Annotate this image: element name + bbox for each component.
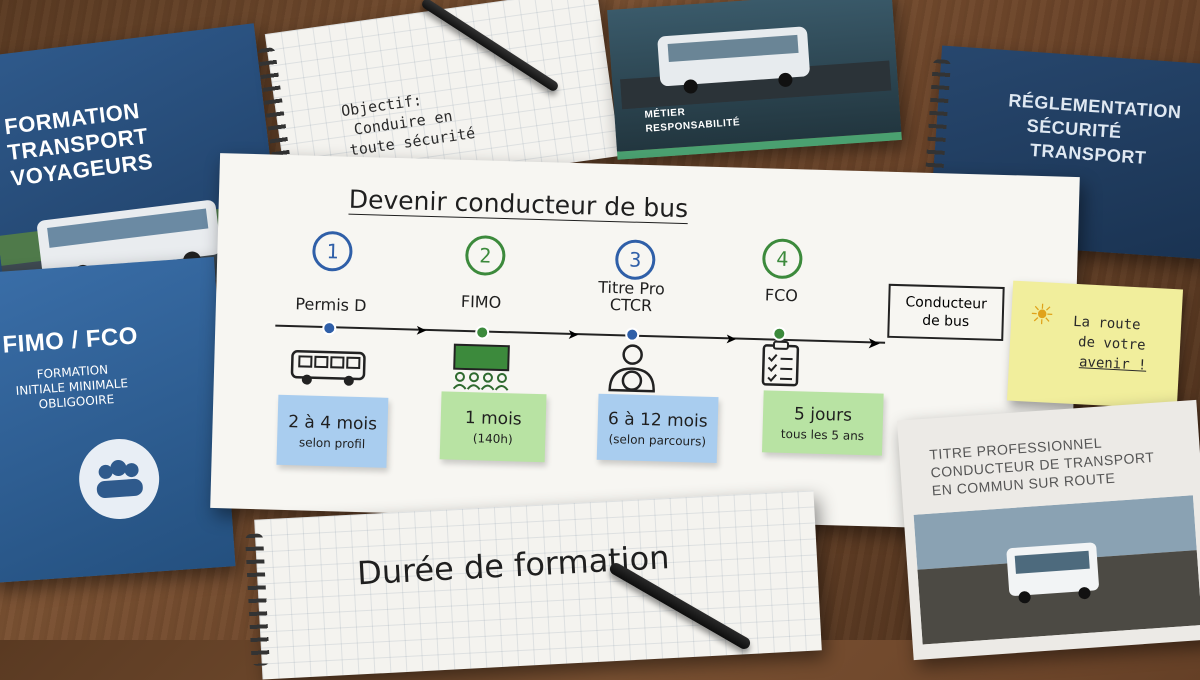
- arrow-icon: ➤: [725, 331, 737, 347]
- classroom-icon: [446, 342, 517, 392]
- duration-detail: tous les 5 ans: [781, 426, 865, 442]
- brochure-line: RESPONSABILITÉ: [645, 117, 740, 135]
- group-icon: [76, 436, 161, 521]
- duration-detail: selon profil: [299, 435, 366, 451]
- step-number: 1: [312, 231, 353, 272]
- book-fimo-title: FIMO / FCO: [2, 322, 139, 359]
- duration-note: 5 jours tous les 5 ans: [762, 390, 884, 455]
- step-label: FIMO: [441, 292, 521, 311]
- duration-value: 6 à 12 mois: [608, 409, 708, 432]
- step-number: 3: [615, 239, 656, 280]
- sheet-title: Devenir conducteur de bus: [348, 185, 688, 223]
- duration-value: 2 à 4 mois: [288, 412, 377, 434]
- sticky-line: avenir !: [1079, 354, 1147, 374]
- step-dot: [322, 321, 336, 335]
- duration-note: 1 mois (140h): [440, 391, 547, 462]
- final-line: Conducteur: [905, 293, 987, 313]
- driver-icon: [602, 342, 663, 394]
- arrow-icon: ➤: [415, 323, 427, 339]
- step-label: FCO: [741, 286, 821, 305]
- step-label: CTCR: [581, 295, 681, 315]
- notebook-title: Durée de formation: [356, 538, 670, 592]
- step-dot: [625, 327, 639, 341]
- notebook-duree: Durée de formation: [254, 490, 822, 679]
- duration-value: 1 mois: [465, 408, 522, 430]
- duration-value: 5 jours: [794, 404, 853, 426]
- sticky-note-yellow: ☀ La route de votre avenir !: [1007, 281, 1183, 410]
- step-dot: [475, 325, 489, 339]
- final-line: de bus: [922, 312, 969, 331]
- duration-detail: (selon parcours): [608, 432, 706, 449]
- duration-note: 2 à 4 mois selon profil: [276, 395, 388, 468]
- brochure-line: MÉTIER: [644, 107, 685, 121]
- step-label: Permis D: [286, 295, 376, 315]
- step-number: 2: [465, 235, 506, 276]
- book-titre-pro: TITRE PROFESSIONNEL CONDUCTEUR DE TRANSP…: [897, 400, 1200, 660]
- arrow-icon: ➤: [867, 333, 881, 352]
- lightbulb-icon: ☀: [1029, 298, 1056, 332]
- bus-photo: [914, 495, 1200, 644]
- brochure-metier: MÉTIER RESPONSABILITÉ: [607, 0, 902, 160]
- book-reg-line: TRANSPORT: [1029, 140, 1147, 169]
- bus-icon: [289, 347, 370, 389]
- book-fimo-fco: FIMO / FCO FORMATION INITIALE MINIMALE O…: [0, 257, 236, 583]
- bus-photo: [616, 1, 892, 110]
- duration-note: 6 à 12 mois (selon parcours): [597, 394, 719, 463]
- sticky-line: de votre: [1078, 334, 1146, 354]
- sticky-line: La route: [1073, 314, 1141, 334]
- step-number: 4: [762, 238, 803, 279]
- book-reg-line: SÉCURITÉ: [1026, 116, 1122, 144]
- arrow-icon: ➤: [567, 327, 579, 343]
- duration-detail: (140h): [473, 431, 513, 446]
- checklist-icon: [759, 340, 802, 387]
- final-goal-box: Conducteur de bus: [887, 284, 1004, 341]
